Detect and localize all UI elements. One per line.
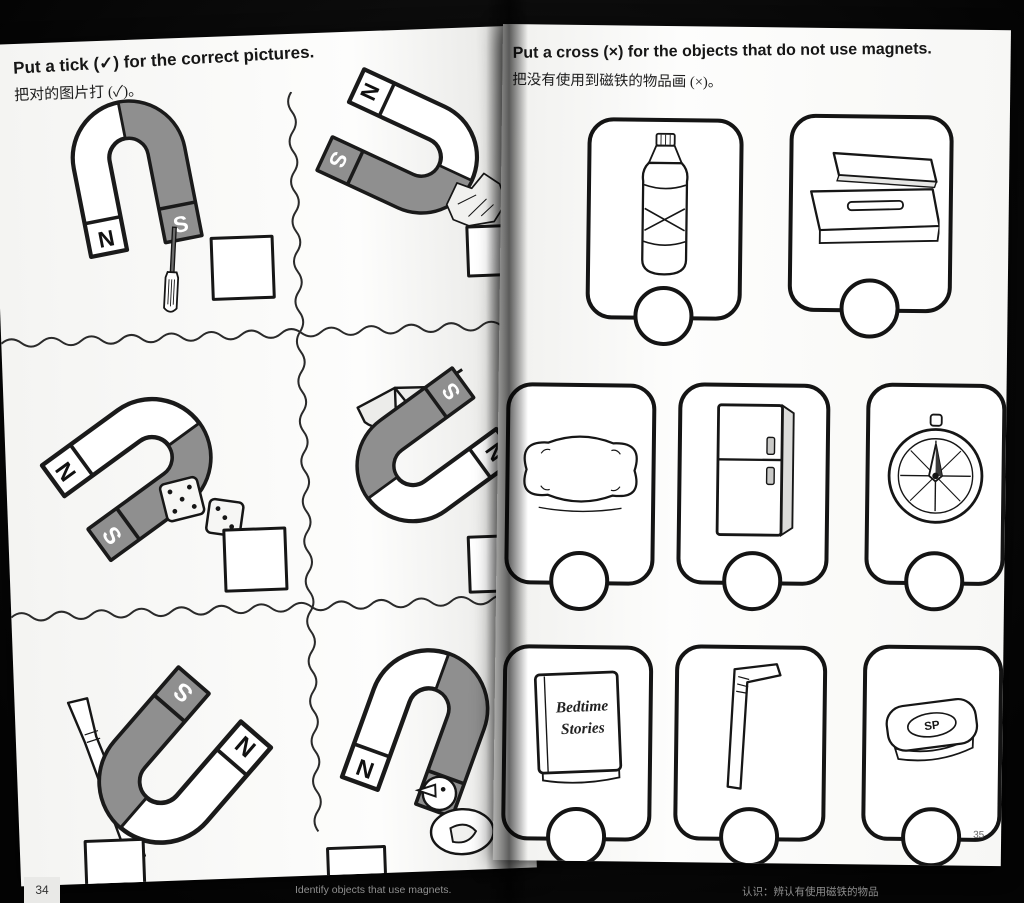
book-title-line2: Stories [561, 719, 605, 738]
answer-circle[interactable] [903, 550, 965, 612]
card-straw [673, 644, 828, 867]
card-pencil-case [787, 113, 954, 339]
right-page-subtitle-cn: 把没有使用到磁铁的物品画 (×)。 [512, 72, 723, 91]
horizontal-wavy-divider [11, 592, 527, 625]
answer-circle[interactable] [718, 806, 780, 867]
storybook-illustration: Bedtime Stories [533, 670, 623, 784]
rubber-duck-illustration [414, 775, 495, 856]
refrigerator-illustration [715, 403, 795, 538]
card-soap: SP [861, 644, 1004, 867]
left-page-number-tab: 34 [24, 877, 60, 903]
answer-circle[interactable] [839, 278, 900, 339]
card-compass [864, 382, 1007, 612]
right-page-number: 35 [973, 829, 985, 841]
answer-circle[interactable] [721, 550, 783, 612]
horizontal-wavy-divider [1, 318, 517, 351]
bottle-illustration [641, 132, 689, 276]
card-bottle [585, 117, 744, 347]
bendy-straw-illustration [726, 663, 782, 790]
right-page: Put a cross (×) for the objects that do … [492, 24, 1011, 867]
footer-caption-en: Identify objects that use magnets. [295, 884, 452, 896]
answer-circle[interactable] [545, 806, 607, 867]
card-refrigerator [676, 382, 831, 612]
answer-circle[interactable] [633, 285, 694, 347]
card-storybook: Bedtime Stories [501, 644, 654, 867]
book-title-line1: Bedtime [554, 697, 608, 716]
answer-box[interactable] [83, 837, 147, 887]
answer-circle[interactable] [900, 806, 962, 867]
answer-box[interactable] [222, 526, 289, 593]
answer-circle[interactable] [548, 550, 610, 612]
footer-caption-cn: 认识：辨认有使用磁铁的物品 [742, 886, 879, 898]
answer-box[interactable] [209, 234, 276, 301]
pencil-case-illustration [810, 151, 941, 244]
dice-illustration [158, 475, 245, 538]
screwdriver-illustration [163, 226, 180, 313]
answer-box[interactable] [325, 844, 389, 887]
card-pillow [504, 382, 657, 612]
compass-illustration [887, 413, 984, 524]
soap-illustration: SP [885, 697, 979, 762]
soap-label: SP [923, 718, 940, 733]
pillow-illustration [523, 435, 638, 513]
left-page: Put a tick (✓) for the correct pictures.… [0, 26, 537, 887]
right-page-title: Put a cross (×) for the objects that do … [512, 40, 932, 62]
horseshoe-magnet [39, 63, 223, 272]
